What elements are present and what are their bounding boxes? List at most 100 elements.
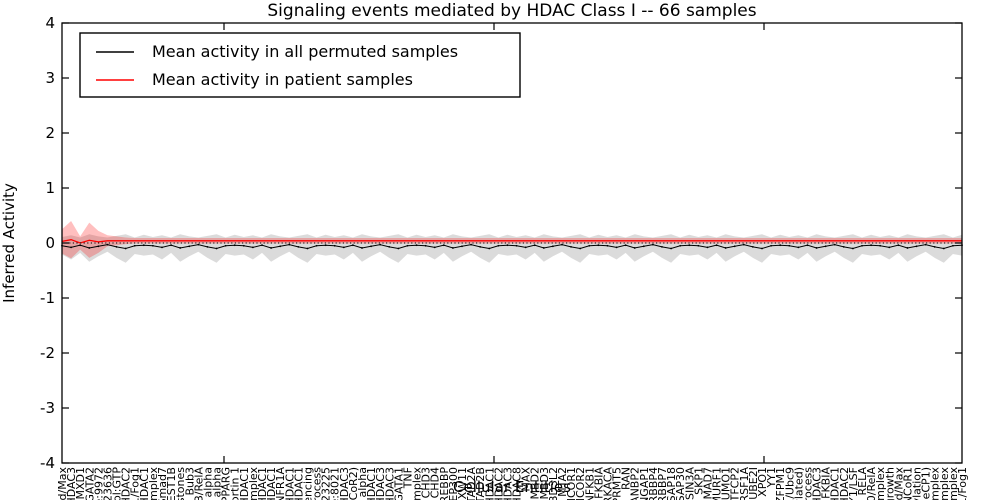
permuted-point-marker <box>397 247 400 250</box>
x-tick-label: MBD3L2 <box>547 467 560 500</box>
x-tick-label: RANGAP1 <box>638 467 651 500</box>
permuted-point-marker <box>306 247 309 250</box>
permuted-point-marker <box>197 243 200 246</box>
permuted-point-marker <box>761 247 763 250</box>
patient-mean-line <box>61 239 962 244</box>
x-tick-label: GATA2 <box>83 467 96 500</box>
x-tick-label: YY1/HDAC1 <box>829 467 842 500</box>
x-tick-label: GATAD2A <box>465 467 478 500</box>
x-tick-label: HDAC3/SMRT (N-CoR2) <box>347 467 360 500</box>
x-tick-label: ubiquitin-dependent protein catabolic pr… <box>311 467 324 500</box>
permuted-point-marker <box>824 245 827 248</box>
x-tick-label: mol:GTP <box>111 467 124 500</box>
x-tick-label: RAN <box>620 467 633 490</box>
permuted-point-marker <box>597 244 600 247</box>
x-tick-label: CHD3 <box>420 467 433 498</box>
x-tick-label: NF-kappa B1 p50/RelA <box>865 467 878 500</box>
permuted-point-marker <box>906 247 909 249</box>
x-tick-label: GATA1/Fog1 <box>129 467 142 500</box>
permuted-point-marker <box>88 247 91 249</box>
x-tick-label: GATA2/HDAC3 <box>65 467 78 500</box>
x-tick-label: EntrezGene:8021 <box>329 467 342 500</box>
x-tick-label: CREBBP <box>438 467 451 500</box>
permuted-point-marker <box>561 243 563 246</box>
permuted-point-marker <box>142 244 145 247</box>
x-tick-label: STAT3 (dimer non-phopshorylated) <box>792 467 805 500</box>
permuted-point-marker <box>79 244 82 247</box>
x-tick-label: GATA1/HDAC1 <box>138 467 151 500</box>
x-tick-label: SAP18 <box>665 467 678 500</box>
x-tick-label: EP300 <box>447 467 460 500</box>
x-tick-label: proteasomal ubiquitin-dependent protein … <box>801 467 814 500</box>
x-tick-label: STAT3 (dimer non-phopshorylated)/HDAC3 <box>383 467 396 500</box>
permuted-point-marker <box>952 244 954 247</box>
permuted-point-marker <box>206 245 209 248</box>
permuted-point-marker <box>497 244 500 247</box>
permuted-point-marker <box>879 244 882 247</box>
x-tick-label: SIN3/HDAC1 <box>256 467 269 500</box>
permuted-point-marker <box>70 246 72 249</box>
x-tick-label: RanGTP/Exportin 1 <box>229 467 242 500</box>
permuted-point-marker <box>388 245 391 248</box>
permuted-point-marker <box>842 245 845 248</box>
permuted-point-marker <box>652 243 654 246</box>
x-tick-label: PRMT5 <box>611 467 624 500</box>
permuted-point-marker <box>488 247 491 250</box>
permuted-point-marker <box>779 244 782 247</box>
y-tick-label: 1 <box>45 179 55 197</box>
permuted-point-marker <box>524 246 527 249</box>
permuted-point-marker <box>742 243 745 246</box>
permuted-point-marker <box>224 244 227 247</box>
x-tick-label: RanGTP/Exportin 1/HDAC1 <box>238 467 251 500</box>
chart-title: Signaling events mediated by HDAC Class … <box>267 1 756 21</box>
x-tick-label: MBD3 <box>538 467 551 500</box>
permuted-point-marker <box>715 244 718 247</box>
permuted-point-marker <box>297 245 300 248</box>
x-tick-label: SIN3 complex <box>247 467 260 500</box>
x-tick-label: EntrezGene:23225 <box>320 467 333 500</box>
permuted-point-marker <box>806 244 809 247</box>
x-tick-label: EntrezGene:23636 <box>101 467 114 500</box>
permuted-point-marker <box>615 246 618 249</box>
permuted-point-marker <box>288 243 291 246</box>
permuted-point-marker <box>97 245 100 248</box>
x-tick-label: SUMO1/HDAC1 <box>265 467 278 500</box>
permuted-point-marker <box>679 244 682 247</box>
x-tick-label: HDAC3/TR alpha <box>356 467 369 500</box>
permuted-point-marker <box>661 245 663 248</box>
x-tick-label: SMAD7 <box>701 467 714 500</box>
y-tick-label: 2 <box>45 124 55 142</box>
x-tick-label: MTA2 <box>556 467 569 497</box>
permuted-point-marker <box>915 245 918 248</box>
legend: Mean activity in all permuted samples Me… <box>79 32 521 98</box>
x-tick-label: positive regulation of chromatin silenci… <box>301 467 314 500</box>
x-tick-label: HDAC complex <box>147 467 160 500</box>
x-tick-label: YY1/LSF/HDAC1 <box>283 467 296 500</box>
permuted-point-marker <box>788 244 791 247</box>
x-tick-label: SIN3/HDAC complex/Mad/Max <box>892 467 905 500</box>
x-tick-label: SIN3/HDAC complex <box>874 467 887 500</box>
permuted-point-marker <box>642 245 645 248</box>
permuted-point-marker <box>470 243 472 246</box>
x-tick-label: NCOR1 <box>565 467 578 500</box>
permuted-point-marker <box>924 243 927 246</box>
y-tick-label: 3 <box>45 69 55 87</box>
patient-band <box>62 221 962 259</box>
x-tick-label: NuRD/MBD2/PRMT5 complex <box>929 467 942 500</box>
permuted-point-marker <box>452 247 454 249</box>
permuted-point-marker <box>170 244 172 247</box>
permuted-point-marker <box>179 247 182 249</box>
permuted-point-marker <box>570 245 572 248</box>
x-tick-label: UBE2I <box>747 467 760 500</box>
permuted-point-marker <box>688 244 691 247</box>
permuted-point-marker <box>588 244 591 247</box>
permuted-point-marker <box>342 246 345 249</box>
permuted-point-marker <box>724 247 727 249</box>
permuted-point-marker <box>706 246 709 249</box>
x-tick-label: NuRD/MBD2 complex (MeCP1) <box>920 467 933 500</box>
x-tick-label: HDAC2 <box>492 467 505 500</box>
x-tick-label: RBBP4 <box>647 467 660 500</box>
x-tick-label: I-kappa B alpha/HDAC3 <box>374 467 387 500</box>
